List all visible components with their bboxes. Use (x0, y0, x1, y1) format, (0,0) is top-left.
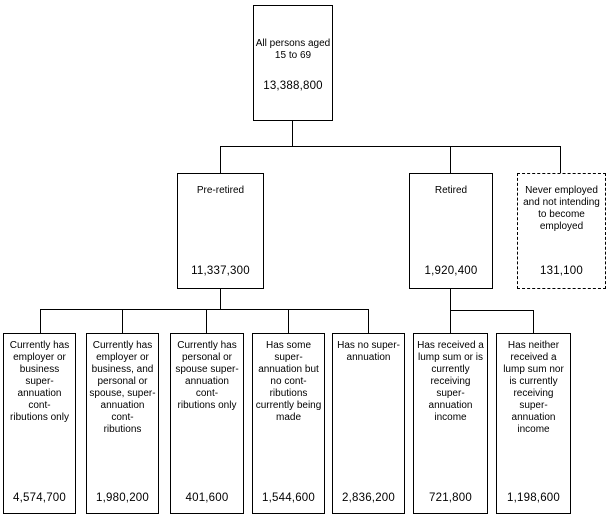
connector-level2b-horizontal (450, 310, 534, 311)
connector-drop-child-3 (206, 309, 207, 333)
connector-drop-never-employed (560, 146, 561, 173)
connector-drop-retired (450, 146, 451, 173)
connector-drop-child-4 (288, 309, 289, 333)
connector-level2a-horizontal (40, 309, 369, 310)
node-received-lump-sum-or-income: Has received a lump sum or is currently … (413, 333, 488, 514)
node-label: Has received a lump sum or is currently … (417, 340, 484, 423)
node-pre-retired-value: 11,337,300 (191, 265, 250, 277)
node-label: Has no super- annuation (337, 340, 400, 363)
node-label: Currently has personal or spouse super- … (175, 340, 239, 411)
connector-drop-child-1 (40, 309, 41, 333)
node-retired: Retired 1,920,400 (409, 173, 493, 289)
connector-drop-child-5 (368, 309, 369, 333)
node-no-lump-sum-no-income: Has neither received a lump sum nor is c… (496, 333, 571, 514)
node-pre-retired: Pre-retired 11,337,300 (177, 173, 264, 289)
node-never-employed: Never employed and not intending to beco… (517, 173, 606, 289)
node-employer-contributions-only: Currently has employer or business super… (3, 333, 76, 514)
node-all-persons-label: All persons aged 15 to 69 (255, 38, 331, 61)
connector-drop-pre-retired (220, 146, 221, 173)
node-super-no-contributions: Has some super- annuation but no cont- r… (252, 333, 325, 514)
node-all-persons-value: 13,388,800 (263, 80, 323, 92)
node-employer-and-personal-contributions: Currently has employer or business, and … (86, 333, 159, 514)
node-value: 4,574,700 (13, 492, 66, 504)
connector-drop-child-2 (122, 309, 123, 333)
node-value: 1,980,200 (96, 492, 149, 504)
node-value: 401,600 (185, 492, 229, 504)
node-label: Has neither received a lump sum nor is c… (503, 340, 564, 435)
node-never-employed-label: Never employed and not intending to beco… (523, 185, 600, 232)
node-value: 2,836,200 (342, 492, 395, 504)
node-value: 1,198,600 (507, 492, 560, 504)
connector-level1-horizontal (220, 146, 561, 147)
node-pre-retired-label: Pre-retired (196, 185, 245, 196)
node-value: 1,544,600 (262, 492, 315, 504)
node-all-persons: All persons aged 15 to 69 13,388,800 (253, 5, 333, 121)
node-retired-label: Retired (434, 185, 468, 196)
node-never-employed-value: 131,100 (540, 265, 583, 277)
node-label: Currently has employer or business, and … (89, 340, 156, 435)
node-retired-value: 1,920,400 (424, 265, 478, 277)
node-no-superannuation: Has no super- annuation 2,836,200 (332, 333, 405, 514)
connector-root-stem (292, 120, 293, 147)
node-value: 721,800 (429, 492, 472, 504)
node-personal-contributions-only: Currently has personal or spouse super- … (170, 333, 244, 514)
connector-pre-retired-stem (220, 288, 221, 310)
node-label: Currently has employer or business super… (9, 340, 70, 423)
connector-drop-child-7 (533, 310, 534, 333)
node-label: Has some super- annuation but no cont- r… (255, 340, 322, 423)
